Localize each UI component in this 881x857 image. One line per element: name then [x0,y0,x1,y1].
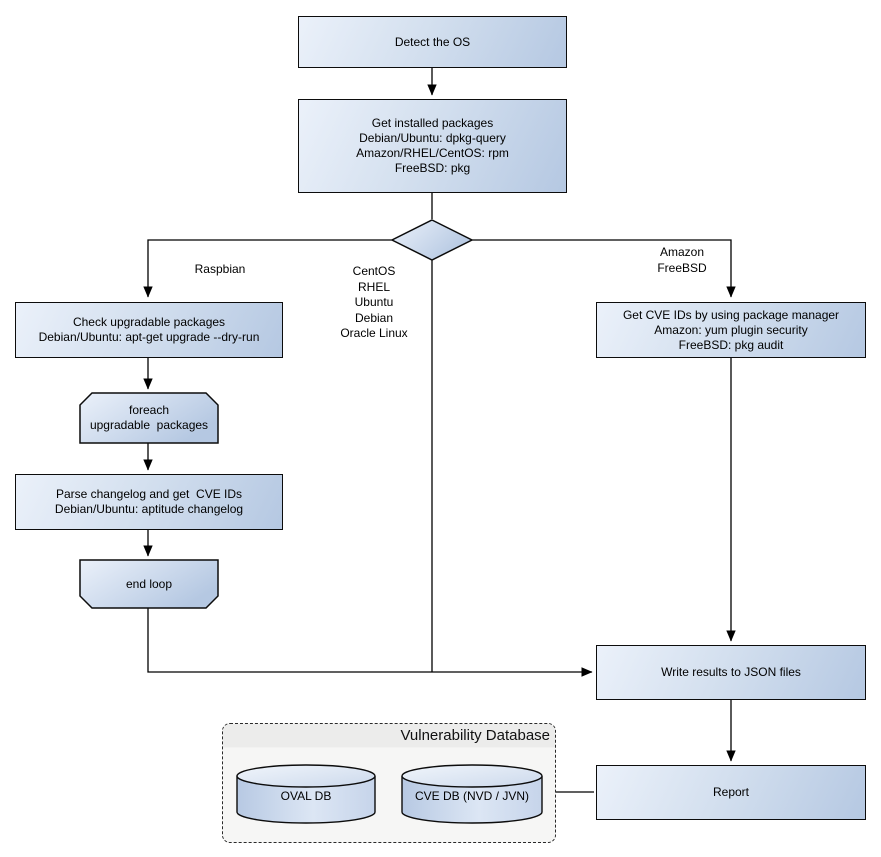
node-label: Report [712,785,750,799]
node-write-results: Write results to JSON files [596,645,866,700]
node-check-upgradable-packages: Check upgradable packages Debian/Ubuntu:… [15,302,283,358]
node-line: FreeBSD: pkg [394,161,471,175]
foreach-loop-shape [79,392,219,444]
node-detect-os: Detect the OS [298,16,567,68]
node-line: Get CVE IDs by using package manager [622,307,840,322]
edge-endloop-to-write [147,608,593,677]
branch-label-raspbian: Raspbian [194,262,246,276]
node-line: FreeBSD: pkg audit [678,337,784,352]
node-report: Report [596,765,866,820]
node-line: Amazon/RHEL/CentOS: rpm [356,146,509,160]
node-line: Debian/Ubuntu: dpkg-query [359,131,506,145]
edge-branch-to-get-cve [472,239,736,298]
node-parse-changelog: Parse changelog and get CVE IDs Debian/U… [15,474,283,530]
node-get-cve-ids: Get CVE IDs by using package manager Ama… [596,302,866,358]
node-line: Debian/Ubuntu: aptitude changelog [54,502,244,516]
node-line: Parse changelog and get CVE IDs [55,487,243,501]
node-label: Write results to JSON files [661,665,801,679]
node-line: Get installed packages [371,116,494,130]
cve-db-cylinder [401,764,543,824]
node-label: Detect the OS [394,34,471,49]
vulnerability-database-titlebar: Vulnerability Database [223,724,555,748]
branch-label-middle-os-list: CentOS RHEL Ubuntu Debian Oracle Linux [340,264,408,340]
edge-branch-to-check-upgradable [143,239,392,298]
node-line: Check upgradable packages [72,315,226,329]
vulnerability-database-title: Vulnerability Database [400,727,550,744]
oval-db-cylinder [236,764,376,824]
end-loop-shape [79,559,219,609]
branch-label-amazon-freebsd: Amazon FreeBSD [657,245,707,275]
os-branch-decision-diamond [390,219,474,261]
node-line: Debian/Ubuntu: apt-get upgrade --dry-run [38,330,260,344]
node-get-installed-packages: Get installed packages Debian/Ubuntu: dp… [298,99,567,193]
node-line: Amazon: yum plugin security [654,322,808,337]
